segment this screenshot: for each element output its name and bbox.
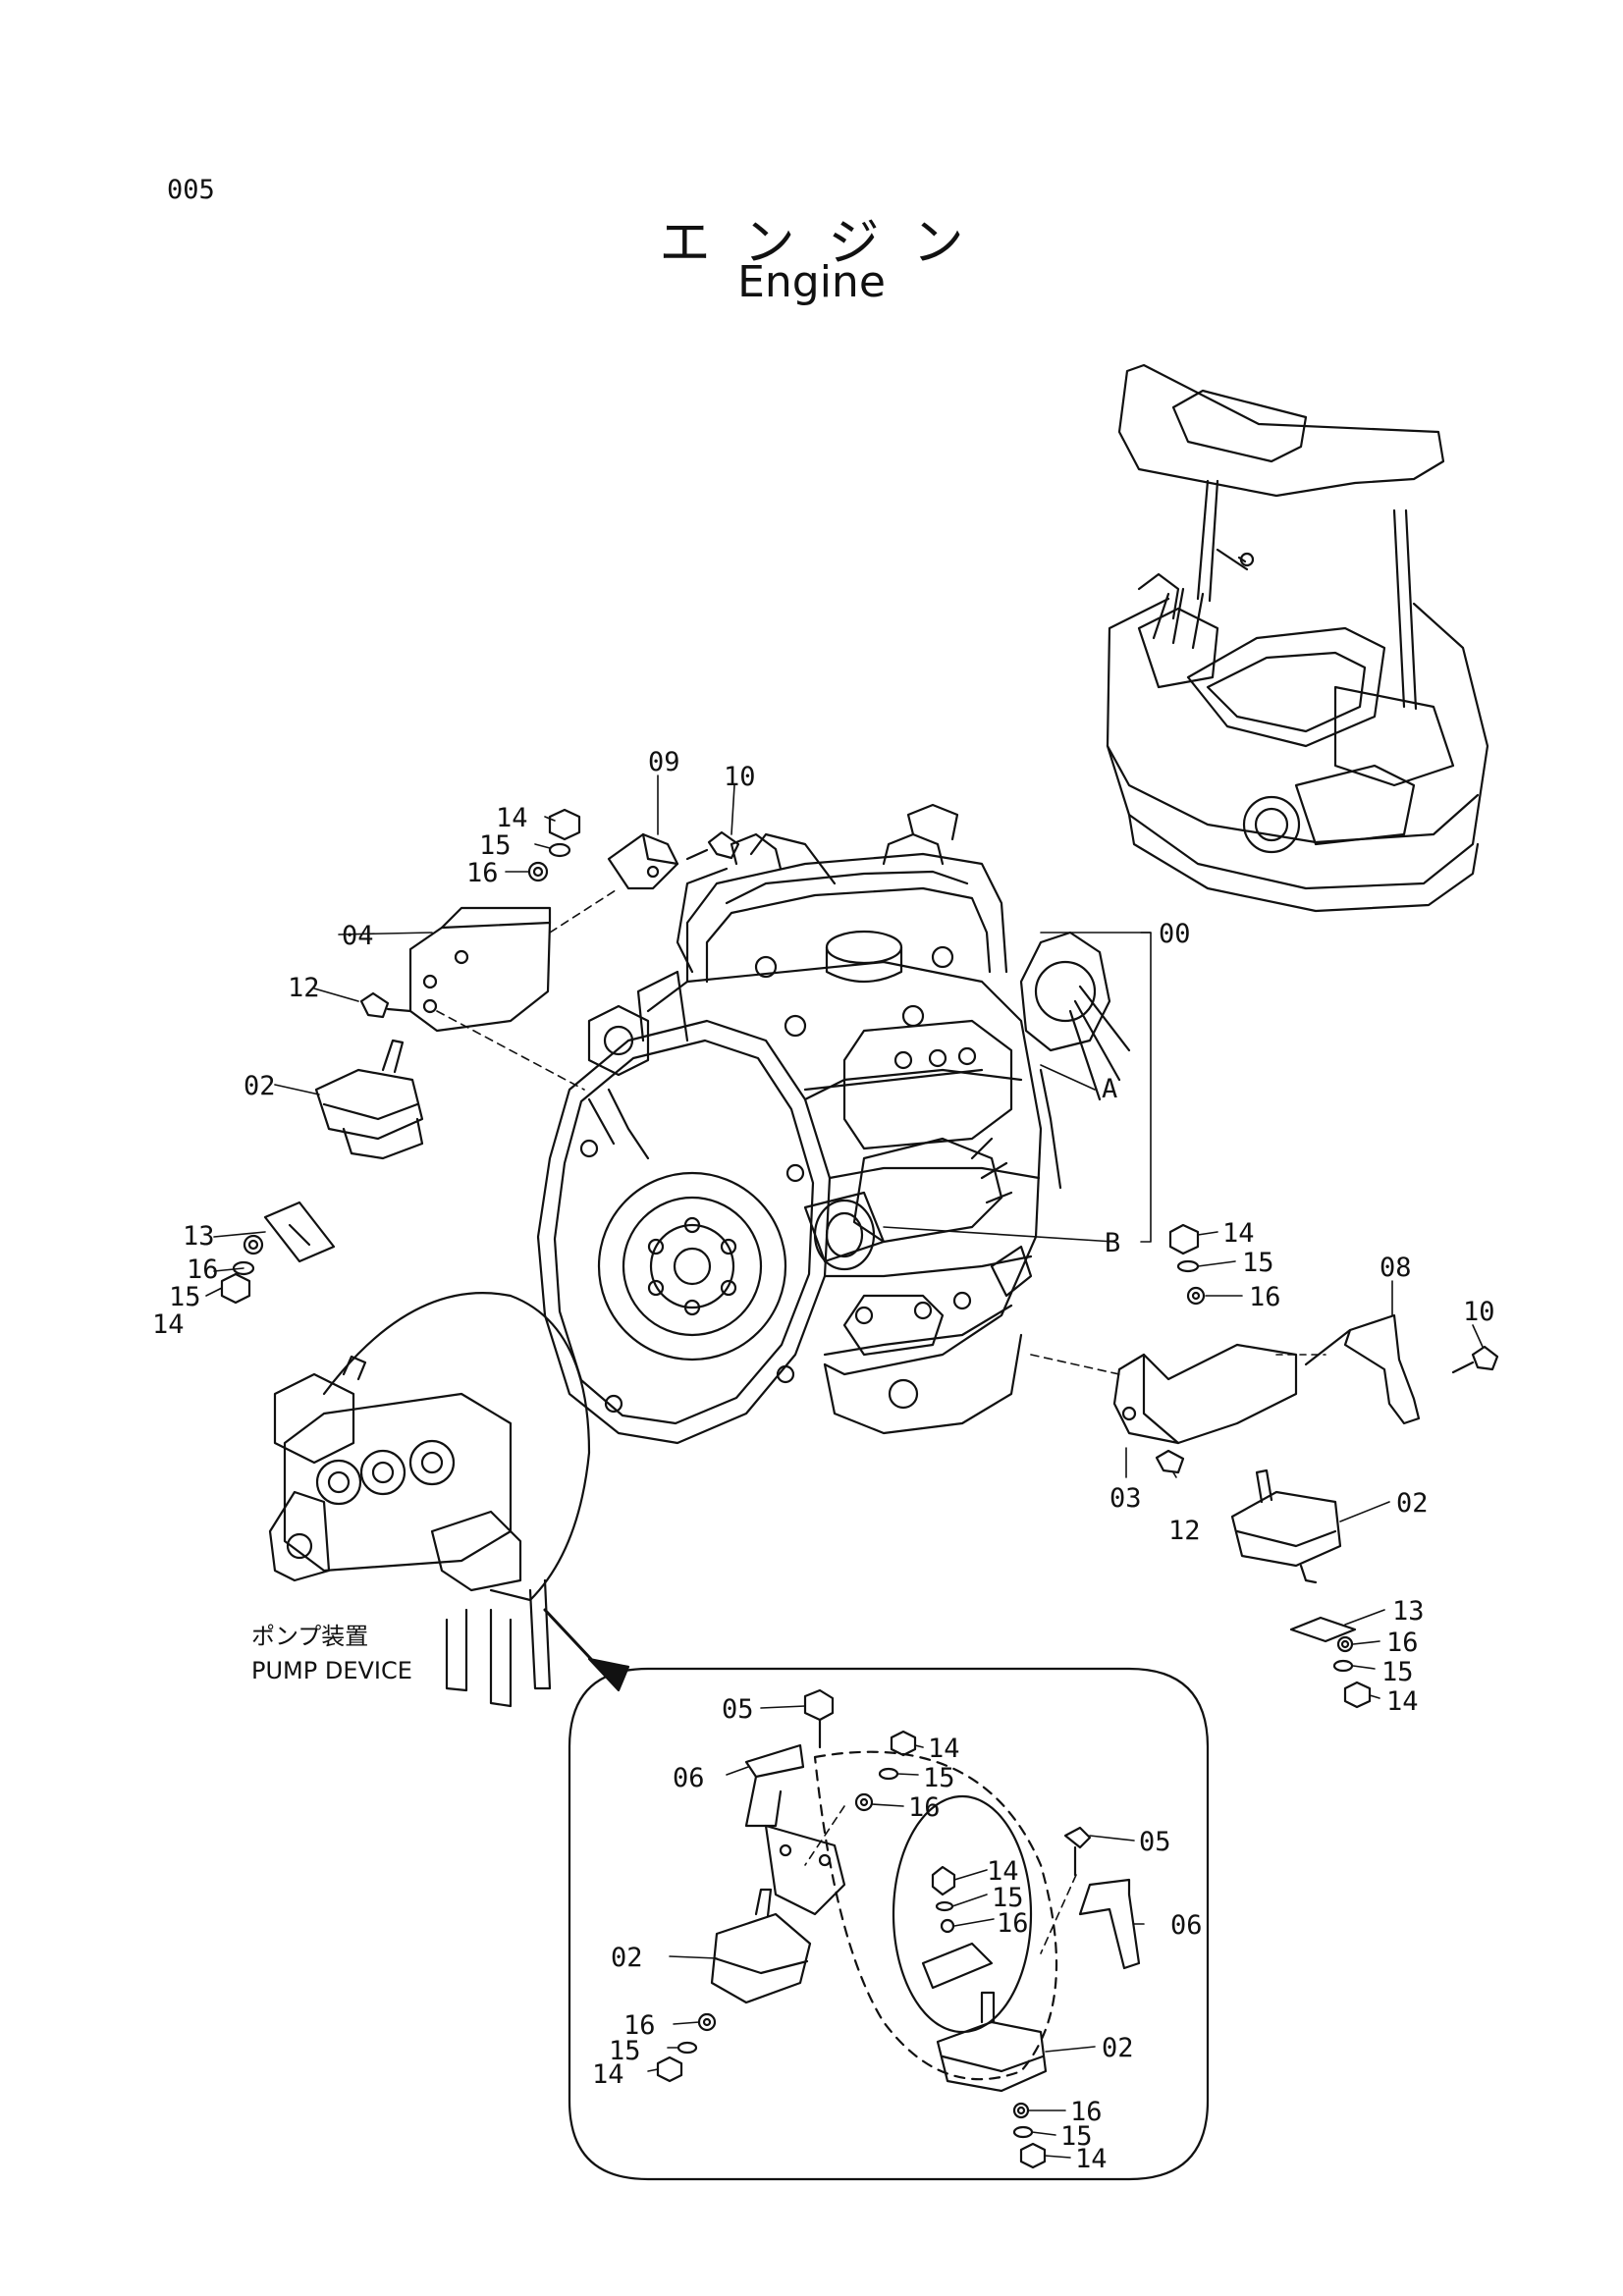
detail-callout-15-left: 15 bbox=[609, 2036, 641, 2066]
callout-08: 08 bbox=[1380, 1253, 1412, 1283]
detail-callout-14-top: 14 bbox=[928, 1734, 960, 1764]
callout-16-right-bottom: 16 bbox=[1386, 1628, 1419, 1658]
pump-device-label-japanese: ポンプ装置 bbox=[251, 1623, 368, 1650]
callout-16-left-bottom: 16 bbox=[187, 1255, 219, 1285]
callout-14-left-top: 14 bbox=[496, 803, 528, 833]
detail-inset-parts bbox=[656, 1688, 1141, 2169]
callout-00: 00 bbox=[1159, 919, 1191, 949]
callout-03: 03 bbox=[1109, 1483, 1142, 1514]
callout-15-left-bottom: 15 bbox=[169, 1282, 201, 1312]
right-rubber-mount-02 bbox=[1230, 1468, 1342, 1584]
callout-a: A bbox=[1102, 1074, 1117, 1104]
detail-callout-02-left: 02 bbox=[611, 1943, 643, 1973]
callout-12-left: 12 bbox=[288, 973, 320, 1003]
left-rubber-mount-02 bbox=[314, 1039, 424, 1160]
callout-14-right-top: 14 bbox=[1222, 1218, 1255, 1249]
callout-10-right: 10 bbox=[1463, 1297, 1495, 1327]
machine-overview-illustration bbox=[1106, 363, 1489, 913]
left-engine-bracket bbox=[408, 832, 679, 1033]
detail-callout-15-middle: 15 bbox=[992, 1883, 1024, 1913]
page-number: 005 bbox=[167, 175, 215, 205]
callout-16-left-top: 16 bbox=[466, 858, 499, 888]
callout-15-left-top: 15 bbox=[479, 830, 512, 861]
right-plate-13 bbox=[1289, 1616, 1357, 1643]
detail-callout-06-right: 06 bbox=[1170, 1910, 1203, 1941]
detail-callout-05-right: 05 bbox=[1139, 1827, 1171, 1857]
detail-callout-16-right: 16 bbox=[1070, 2097, 1103, 2127]
callout-09: 09 bbox=[648, 747, 680, 777]
callout-02-right: 02 bbox=[1396, 1488, 1429, 1519]
detail-callout-14-left: 14 bbox=[592, 2059, 624, 2090]
callout-13-left: 13 bbox=[183, 1221, 215, 1252]
callout-15-right-bottom: 15 bbox=[1381, 1657, 1414, 1687]
callout-16-right-top: 16 bbox=[1249, 1282, 1281, 1312]
callout-13-right: 13 bbox=[1392, 1596, 1425, 1627]
left-fasteners bbox=[220, 808, 740, 1305]
callout-15-right-top: 15 bbox=[1242, 1248, 1274, 1278]
callout-labels: 00 A B 09 10 14 15 16 04 12 02 13 16 15 … bbox=[152, 747, 1495, 2174]
callout-14-left-bottom: 14 bbox=[152, 1309, 185, 1340]
callout-04: 04 bbox=[342, 921, 374, 951]
detail-callout-05-top: 05 bbox=[722, 1694, 754, 1725]
detail-callout-15-top: 15 bbox=[923, 1763, 955, 1793]
pump-device-illustration bbox=[268, 1292, 591, 1708]
detail-inset-frame bbox=[543, 1608, 1210, 2181]
detail-callout-14-right: 14 bbox=[1075, 2144, 1108, 2174]
page-title-english: Engine bbox=[737, 257, 886, 307]
right-fasteners bbox=[1155, 1223, 1499, 1709]
right-engine-bracket bbox=[1112, 1313, 1421, 1445]
detail-callout-02-right: 02 bbox=[1102, 2033, 1134, 2063]
detail-callout-15-right: 15 bbox=[1060, 2121, 1093, 2152]
page-title-japanese: エンジン bbox=[659, 214, 998, 273]
detail-callout-16-top: 16 bbox=[908, 1792, 941, 1823]
detail-callout-16-left: 16 bbox=[623, 2010, 656, 2041]
leader-lines bbox=[205, 774, 1484, 2159]
detail-callout-06-left: 06 bbox=[673, 1763, 705, 1793]
left-plate-13 bbox=[263, 1201, 336, 1263]
callout-10-left: 10 bbox=[724, 762, 756, 792]
callout-14-right-bottom: 14 bbox=[1386, 1686, 1419, 1717]
engine-assembly-illustration bbox=[536, 803, 1131, 1445]
callout-02-left: 02 bbox=[243, 1071, 276, 1101]
detail-callout-14-middle: 14 bbox=[987, 1856, 1019, 1887]
pump-device-label-english: PUMP DEVICE bbox=[251, 1657, 412, 1684]
callout-12-right: 12 bbox=[1168, 1516, 1201, 1546]
detail-callout-16-middle: 16 bbox=[997, 1908, 1029, 1939]
callout-b: B bbox=[1105, 1228, 1120, 1258]
